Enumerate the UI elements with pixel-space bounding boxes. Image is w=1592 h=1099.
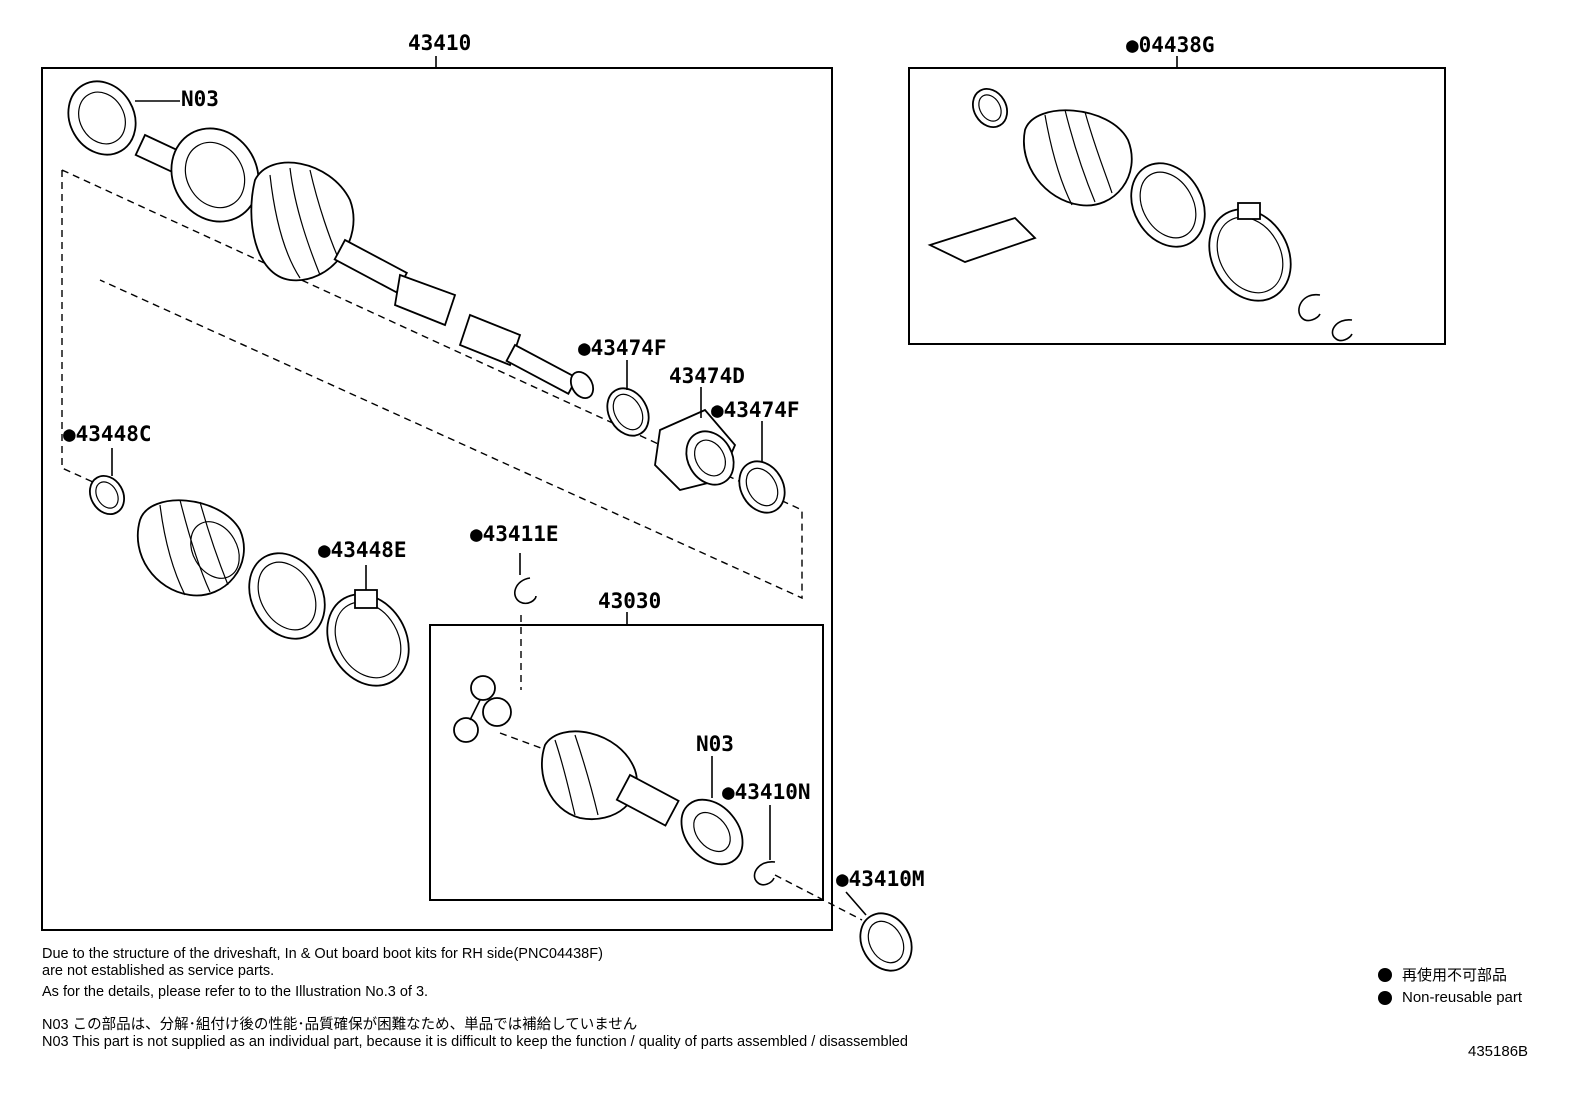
label-43474d: 43474D xyxy=(669,364,745,388)
seal-43410m xyxy=(859,912,913,972)
ring-43448c xyxy=(89,475,125,515)
note-line-4: N03 この部品は、分解･組付け後の性能･品質確保が困難なため、単品では補給して… xyxy=(42,1017,638,1033)
snap-ring-43411e xyxy=(514,577,537,605)
label-43410m: ●43410M xyxy=(836,867,925,891)
label-43410n: ●43410N xyxy=(722,780,811,804)
kit-boot xyxy=(1023,109,1133,207)
label-43411e: ●43411E xyxy=(470,522,559,546)
label-43474f-1: ●43474F xyxy=(578,336,667,360)
boot-clamp-ring xyxy=(248,552,326,640)
legend-en-text: Non-reusable part xyxy=(1402,989,1523,1006)
label-43448e: ●43448E xyxy=(318,538,407,562)
kit-grease-pack xyxy=(927,216,1037,263)
bullet-icon xyxy=(1378,990,1392,1005)
label-43410: 43410 xyxy=(408,31,471,55)
drive-shaft-assembly xyxy=(67,80,595,400)
label-43030: 43030 xyxy=(598,589,661,613)
kit-snap-ring-2 xyxy=(1331,319,1353,342)
tripod-joint xyxy=(453,675,512,743)
note-line-3: As for the details, please refer to to t… xyxy=(42,984,429,1000)
legend-jp-text: 再使用不可部品 xyxy=(1402,967,1508,984)
clamp-43448e xyxy=(326,589,410,687)
clamp-43474f-2 xyxy=(738,460,786,514)
damper-43474d xyxy=(654,408,737,491)
note-n03: N03 この部品は、分解･組付け後の性能･品質確保が困難なため、単品では補給して… xyxy=(42,1017,908,1051)
label-04438g: ●04438G xyxy=(1126,33,1215,57)
note-structure: Due to the structure of the driveshaft, … xyxy=(42,946,603,1001)
snap-ring-43410n xyxy=(753,861,776,886)
note-line-1: Due to the structure of the driveshaft, … xyxy=(42,946,603,962)
inboard-joint-housing xyxy=(541,730,680,827)
main-assembly-box xyxy=(41,67,833,931)
label-n03-top: N03 xyxy=(181,87,219,111)
kit-snap-ring-1 xyxy=(1298,293,1321,322)
illustration-number: 435186B xyxy=(1468,1043,1529,1060)
kit-band-clamp xyxy=(1208,202,1292,302)
kit-ring xyxy=(972,88,1008,128)
label-n03-inner: N03 xyxy=(696,732,734,756)
outboard-boot xyxy=(136,499,245,597)
note-line-5: N03 This part is not supplied as an indi… xyxy=(42,1034,908,1050)
note-line-2: are not established as service parts. xyxy=(42,963,275,979)
label-43474f-2: ●43474F xyxy=(711,398,800,422)
label-43448c: ●43448C xyxy=(63,422,152,446)
bullet-icon xyxy=(1378,967,1392,982)
kit-boot-clamp xyxy=(1130,162,1206,248)
legend-jp: 再使用不可部品 xyxy=(1378,964,1507,985)
legend-en: Non-reusable part xyxy=(1378,989,1522,1006)
clamp-43474f-1 xyxy=(606,387,650,437)
